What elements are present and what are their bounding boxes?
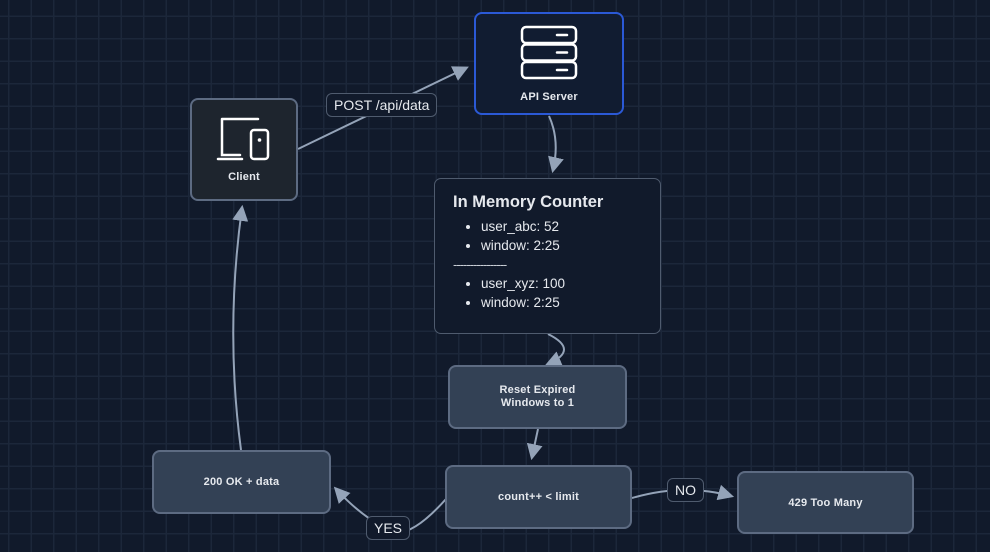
counter-entry: user_xyz: 100	[481, 274, 642, 293]
counter-entry: window: 2:25	[481, 293, 642, 312]
counter-entry: user_abc: 52	[481, 217, 642, 236]
too-many-requests-node[interactable]: 429 Too Many	[737, 471, 914, 534]
api-server-node[interactable]: API Server	[474, 12, 624, 115]
in-memory-counter-node[interactable]: In Memory Counter user_abc: 52 window: 2…	[434, 178, 661, 334]
edge-api-server-to-counter	[548, 115, 564, 174]
counter-group-1: user_abc: 52 window: 2:25	[453, 217, 642, 255]
reset-windows-node[interactable]: Reset Expired Windows to 1	[448, 365, 627, 429]
too-many-label: 429 Too Many	[788, 496, 863, 509]
counter-title: In Memory Counter	[453, 193, 604, 211]
edge-label-no: NO	[667, 478, 704, 502]
edge-label-post: POST /api/data	[326, 93, 438, 117]
limit-check-label: count++ < limit	[498, 491, 579, 503]
edge-counter-to-reset	[545, 333, 565, 367]
client-node[interactable]: Client	[190, 98, 298, 201]
reset-label-line1: Reset Expired	[499, 384, 576, 396]
server-icon	[520, 25, 578, 79]
client-label: Client	[228, 170, 260, 183]
reset-label-line2: Windows to 1	[500, 397, 575, 409]
devices-icon	[216, 117, 270, 160]
limit-check-node[interactable]: count++ < limit	[445, 465, 632, 529]
edge-label-yes: YES	[366, 516, 411, 540]
counter-entry: window: 2:25	[481, 236, 642, 255]
ok-response-node[interactable]: 200 OK + data	[152, 450, 331, 514]
api-server-label: API Server	[520, 90, 578, 103]
edge-reset-to-check	[526, 428, 543, 461]
counter-separator: ----------------	[453, 257, 507, 272]
ok-response-label: 200 OK + data	[203, 476, 280, 488]
edge-ok-to-client	[232, 204, 249, 451]
counter-group-2: user_xyz: 100 window: 2:25	[453, 274, 642, 312]
